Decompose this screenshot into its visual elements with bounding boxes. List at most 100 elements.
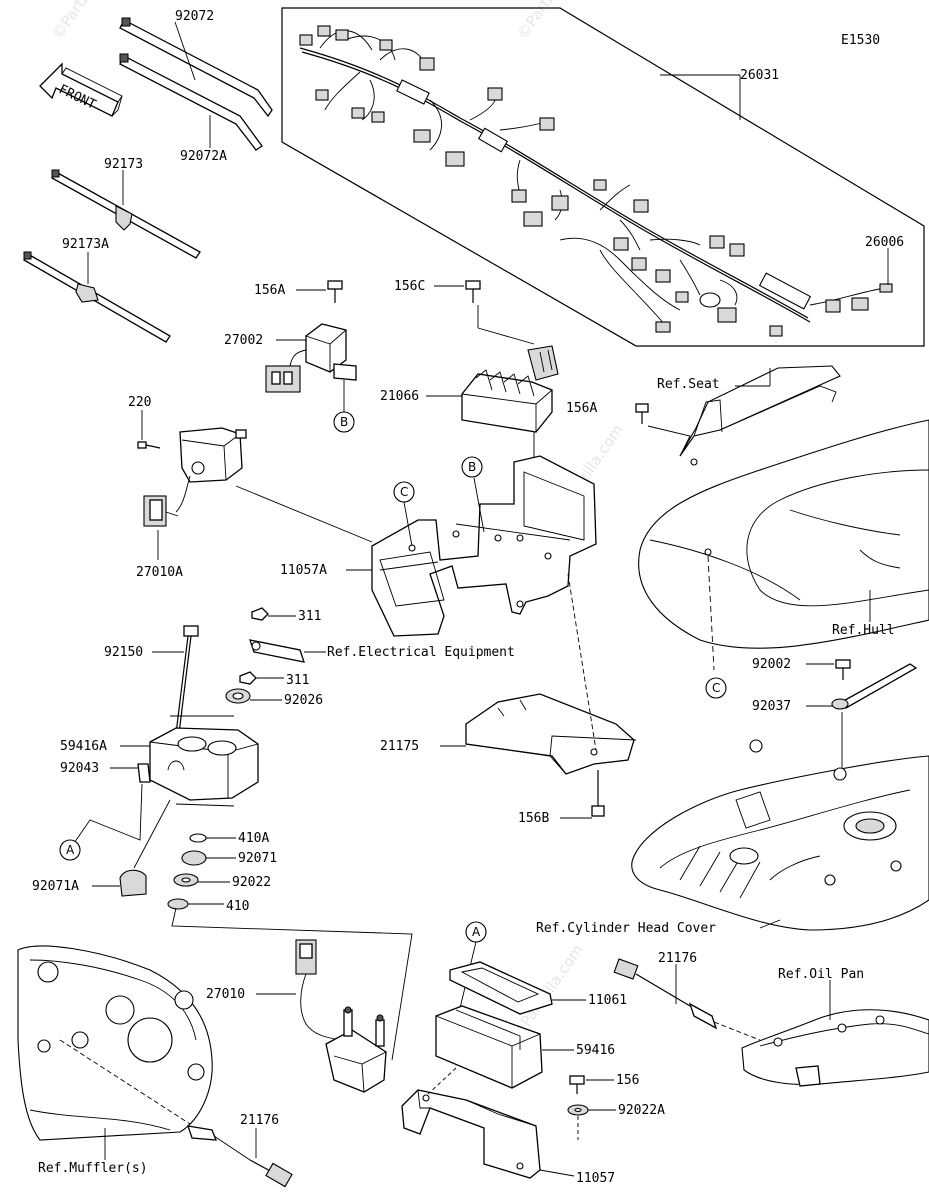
callout-c-bracket: C — [393, 481, 415, 503]
label-11061: 11061 — [588, 993, 627, 1008]
label-21176-right: 21176 — [658, 951, 697, 966]
label-11057a: 11057A — [280, 563, 327, 578]
temp-sensor-21176-left — [59, 1039, 293, 1188]
diagram-code: E1530 — [841, 33, 880, 48]
label-59416a: 59416A — [60, 739, 107, 754]
cap-92071a — [119, 869, 147, 897]
ref-oil-pan-label: Ref.Oil Pan — [778, 967, 864, 982]
label-27010a: 27010A — [136, 565, 183, 580]
svg-text:B: B — [468, 460, 476, 474]
label-311-lower: 311 — [286, 673, 309, 688]
label-92022a: 92022A — [618, 1103, 665, 1118]
relay-27002 — [265, 323, 357, 393]
callout-c-hull: C — [705, 677, 727, 699]
cylinder-head-cover-reference — [631, 739, 929, 931]
svg-text:B: B — [340, 415, 348, 429]
label-92022: 92022 — [232, 875, 271, 890]
label-21175: 21175 — [380, 739, 419, 754]
ecu-21175 — [465, 693, 637, 775]
label-27010: 27010 — [206, 987, 245, 1002]
ref-seat-label: Ref.Seat — [657, 377, 720, 392]
front-arrow-icon: FRONT — [39, 62, 123, 117]
label-92043: 92043 — [60, 761, 99, 776]
cable-tie-92173a — [23, 251, 171, 343]
bolt-156c — [465, 280, 481, 303]
holder-59416 — [435, 1005, 543, 1089]
bracket-11057a — [371, 455, 597, 637]
callout-a-bottom-left: A — [59, 839, 81, 861]
label-156b: 156B — [518, 811, 549, 826]
cable-tie-92072a — [119, 53, 263, 151]
muffler-reference — [17, 945, 213, 1141]
washer-410 — [167, 898, 189, 910]
seat-reference — [679, 365, 841, 466]
bolt-156b — [591, 770, 605, 817]
label-92173a: 92173A — [62, 237, 109, 252]
label-21066: 21066 — [380, 389, 419, 404]
watermark-text: ©Partzilla.com — [514, 0, 592, 42]
nut-311-lower — [239, 671, 257, 685]
holder-59416a — [149, 715, 259, 807]
label-92037: 92037 — [752, 699, 791, 714]
label-92071: 92071 — [238, 851, 277, 866]
bracket-11057 — [401, 1089, 541, 1179]
band-92037 — [831, 663, 918, 710]
cable-tie-92072 — [119, 17, 273, 118]
bolt-156 — [569, 1075, 585, 1094]
screw-220 — [137, 441, 161, 449]
ref-muffler-label: Ref.Muffler(s) — [38, 1161, 148, 1176]
label-92173: 92173 — [104, 157, 143, 172]
label-156: 156 — [616, 1073, 639, 1088]
label-92072: 92072 — [175, 9, 214, 24]
label-156a-seat: 156A — [566, 401, 597, 416]
washer-410a — [189, 833, 207, 843]
grommet-92026 — [225, 688, 251, 704]
label-11057: 11057 — [576, 1171, 615, 1186]
label-92072a: 92072A — [180, 149, 227, 164]
terminal-bolt — [249, 639, 305, 663]
sensor-27010 — [295, 939, 387, 1093]
svg-text:C: C — [712, 681, 720, 695]
label-410a: 410A — [238, 831, 269, 846]
callout-b-bracket: B — [461, 456, 483, 478]
label-156a-top: 156A — [254, 283, 285, 298]
temp-sensor-21176-right — [613, 958, 761, 1041]
ref-cylinder-head-cover-label: Ref.Cylinder Head Cover — [536, 921, 716, 936]
svg-text:C: C — [400, 485, 408, 499]
wire-harness-26031 — [281, 7, 925, 347]
bolt-156a-seat — [635, 403, 649, 424]
label-92026: 92026 — [284, 693, 323, 708]
bolt-156a-top — [327, 280, 343, 303]
label-220: 220 — [128, 395, 151, 410]
callout-a-center: A — [465, 921, 487, 943]
washer-92022 — [173, 873, 199, 887]
gasket-11061 — [449, 961, 553, 1015]
watermark-text: ©Partzilla.com — [49, 0, 127, 42]
label-27002: 27002 — [224, 333, 263, 348]
ref-hull-label: Ref.Hull — [832, 623, 895, 638]
bolt-92002 — [835, 659, 851, 680]
label-410: 410 — [226, 899, 249, 914]
label-92071a: 92071A — [32, 879, 79, 894]
label-59416: 59416 — [576, 1043, 615, 1058]
ref-electrical-label: Ref.Electrical Equipment — [327, 645, 515, 660]
cable-tie-92173 — [51, 169, 201, 259]
svg-text:A: A — [66, 843, 75, 857]
label-92002: 92002 — [752, 657, 791, 672]
label-26006: 26006 — [865, 235, 904, 250]
oil-pan-reference — [741, 1009, 929, 1087]
sensor-27010a — [143, 427, 247, 527]
label-21176-left: 21176 — [240, 1113, 279, 1128]
hull-reference — [638, 419, 929, 649]
regulator-21066 — [461, 345, 559, 433]
label-26031: 26031 — [740, 68, 779, 83]
svg-text:A: A — [472, 925, 481, 939]
callout-b-relay: B — [333, 411, 355, 433]
nut-311-upper — [251, 607, 269, 621]
washer-92022a — [567, 1104, 589, 1116]
label-311-upper: 311 — [298, 609, 321, 624]
grommet-92071 — [181, 850, 207, 866]
label-156c: 156C — [394, 279, 425, 294]
collar-92043 — [137, 763, 151, 783]
